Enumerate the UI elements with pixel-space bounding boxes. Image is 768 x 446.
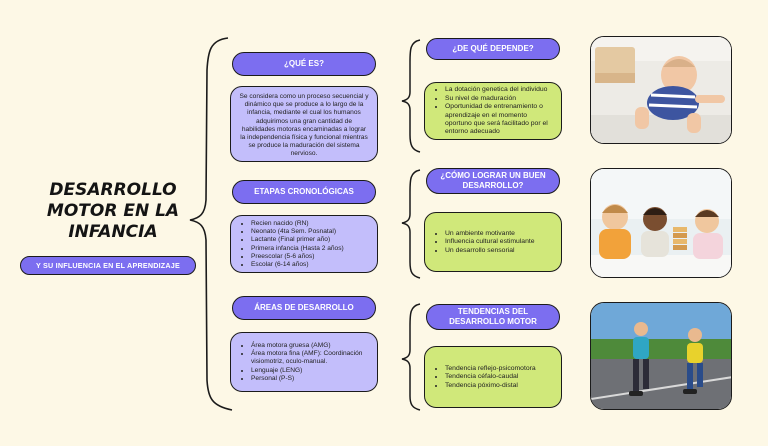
list-item: La dotación genetica del individuo bbox=[445, 86, 553, 94]
heading-depende: ¿DE QUÉ DEPENDE? bbox=[426, 38, 560, 60]
heading-lograr: ¿CÓMO LOGRAR UN BUEN DESARROLLO? bbox=[426, 168, 560, 194]
list-item: Área motora fina (AMF): Coordinación vis… bbox=[251, 350, 369, 366]
heading-etapas: ETAPAS CRONOLÓGICAS bbox=[232, 180, 376, 204]
list-item: Preescolar (5-6 años) bbox=[251, 253, 344, 261]
heading-que-es: ¿QUÉ ES? bbox=[232, 52, 376, 76]
heading-tendencias: TENDENCIAS DEL DESARROLLO MOTOR bbox=[426, 304, 560, 330]
depende-list: La dotación genetica del individuo Su ni… bbox=[433, 86, 553, 136]
list-item: Tendencia céfalo-caudal bbox=[445, 373, 536, 381]
heading-areas: ÁREAS DE DESARROLLO bbox=[232, 296, 376, 320]
page-title: DESARROLLO MOTOR EN LA INFANCIA bbox=[46, 180, 180, 242]
que-es-box: Se considera como un proceso secuencial … bbox=[230, 86, 378, 162]
list-item: Oportunidad de entrenamiento o aprendiza… bbox=[445, 103, 553, 137]
baby-crawling-photo bbox=[590, 36, 732, 144]
list-item: Un ambiente motivante bbox=[445, 230, 535, 238]
list-item: Un desarrollo sensorial bbox=[445, 247, 535, 255]
lograr-list: Un ambiente motivante Influencia cultura… bbox=[433, 230, 535, 255]
depende-box: La dotación genetica del individuo Su ni… bbox=[424, 82, 562, 140]
list-item: Escolar (6-14 años) bbox=[251, 261, 344, 269]
list-item: Lactante (Final primer año) bbox=[251, 236, 344, 244]
list-item: Influencia cultural estimulante bbox=[445, 238, 535, 246]
list-item: Área motora gruesa (AMG) bbox=[251, 342, 369, 350]
tendencias-list: Tendencia reflejo-psicomotora Tendencia … bbox=[433, 365, 536, 390]
etapas-box: Recien nacido (RN) Neonato (4ta Sem. Pos… bbox=[230, 215, 378, 273]
areas-list: Área motora gruesa (AMG) Área motora fin… bbox=[239, 342, 369, 383]
etapas-list: Recien nacido (RN) Neonato (4ta Sem. Pos… bbox=[239, 220, 344, 269]
children-playing-blocks-photo bbox=[590, 168, 732, 278]
subtitle-badge: Y SU INFLUENCIA EN EL APRENDIZAJE bbox=[20, 256, 196, 275]
lograr-box: Un ambiente motivante Influencia cultura… bbox=[424, 212, 562, 272]
list-item: Lenguaje (LENG) bbox=[251, 367, 369, 375]
list-item: Su nivel de maduración bbox=[445, 95, 553, 103]
areas-box: Área motora gruesa (AMG) Área motora fin… bbox=[230, 332, 378, 392]
list-item: Recien nacido (RN) bbox=[251, 220, 344, 228]
list-item: Tendencia póximo-distal bbox=[445, 382, 536, 390]
que-es-text: Se considera como un proceso secuencial … bbox=[239, 93, 369, 158]
kids-roller-skating-photo bbox=[590, 302, 732, 410]
tendencias-box: Tendencia reflejo-psicomotora Tendencia … bbox=[424, 346, 562, 408]
list-item: Neonato (4ta Sem. Posnatal) bbox=[251, 228, 344, 236]
list-item: Primera infancia (Hasta 2 años) bbox=[251, 245, 344, 253]
list-item: Personal (P-S) bbox=[251, 375, 369, 383]
list-item: Tendencia reflejo-psicomotora bbox=[445, 365, 536, 373]
